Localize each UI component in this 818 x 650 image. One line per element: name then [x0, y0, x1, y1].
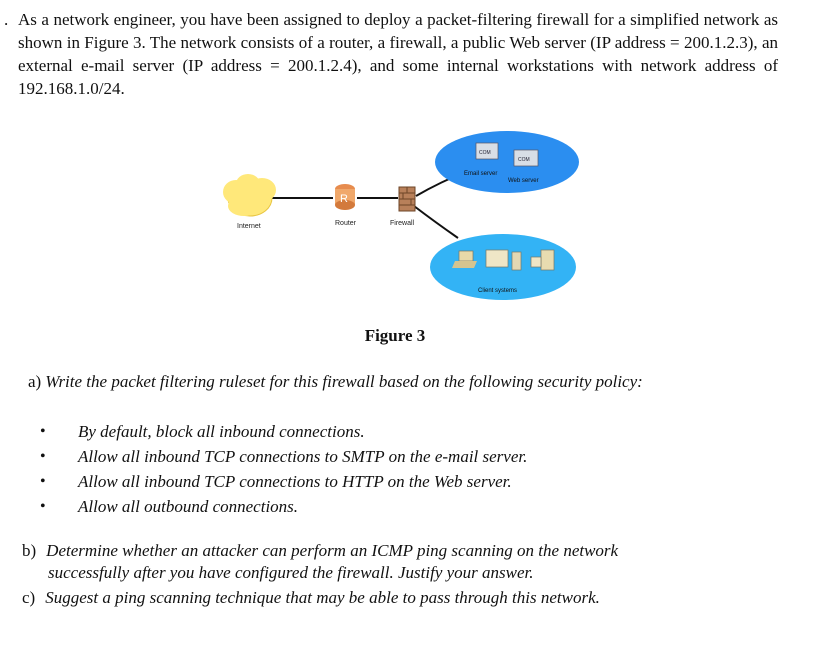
figure-caption: Figure 3: [364, 326, 426, 345]
policy-item: By default, block all inbound connection…: [38, 419, 527, 444]
question-c-text: Suggest a ping scanning technique that m…: [45, 588, 600, 607]
question-b: b) Determine whether an attacker can perf…: [22, 540, 770, 584]
question-a-text: Write the packet filtering ruleset for t…: [45, 372, 643, 391]
list-marker: .: [4, 10, 9, 29]
question-c: c) Suggest a ping scanning technique that…: [22, 587, 782, 609]
client-desktop-icon: [485, 249, 522, 271]
question-b-label: b): [22, 541, 37, 560]
internet-label: Internet: [237, 223, 261, 230]
question-a: a)Write the packet filtering ruleset for…: [28, 371, 788, 393]
network-diagram: Internet R Router Firewall COM COM Email…: [223, 131, 579, 300]
intro-paragraph: As a network engineer, you have been ass…: [18, 10, 778, 98]
internet-cloud-icon: [223, 174, 276, 217]
question-b-line1: Determine whether an attacker can perfor…: [46, 541, 619, 560]
question-c-label: c): [22, 588, 36, 607]
question-a-label: a): [28, 372, 42, 391]
email-server-icon: COM: [475, 142, 499, 160]
client-workstation-icon: [530, 249, 555, 271]
policy-item: Allow all inbound TCP connections to HTT…: [38, 469, 527, 494]
server-zone: [435, 131, 579, 193]
policy-item: Allow all inbound TCP connections to SMT…: [38, 444, 527, 469]
question-b-line2: successfully after you have configured t…: [48, 563, 534, 582]
email-server-com: COM: [479, 150, 491, 156]
web-server-label: Web server: [508, 178, 539, 184]
policy-item: Allow all outbound connections.: [38, 494, 527, 519]
web-server-icon: COM: [513, 149, 539, 167]
firewall-icon: [398, 186, 416, 212]
router-label: Router: [335, 220, 357, 227]
security-policy-list: By default, block all inbound connection…: [38, 419, 527, 519]
firewall-label: Firewall: [390, 220, 415, 227]
client-systems-label: Client systems: [478, 288, 517, 294]
link-firewall-clients: [413, 205, 459, 239]
email-server-label: Email server: [464, 171, 497, 177]
router-letter: R: [340, 193, 348, 205]
router-icon: R: [335, 184, 355, 210]
web-server-com: COM: [518, 157, 530, 163]
client-laptop-icon: [452, 250, 477, 268]
